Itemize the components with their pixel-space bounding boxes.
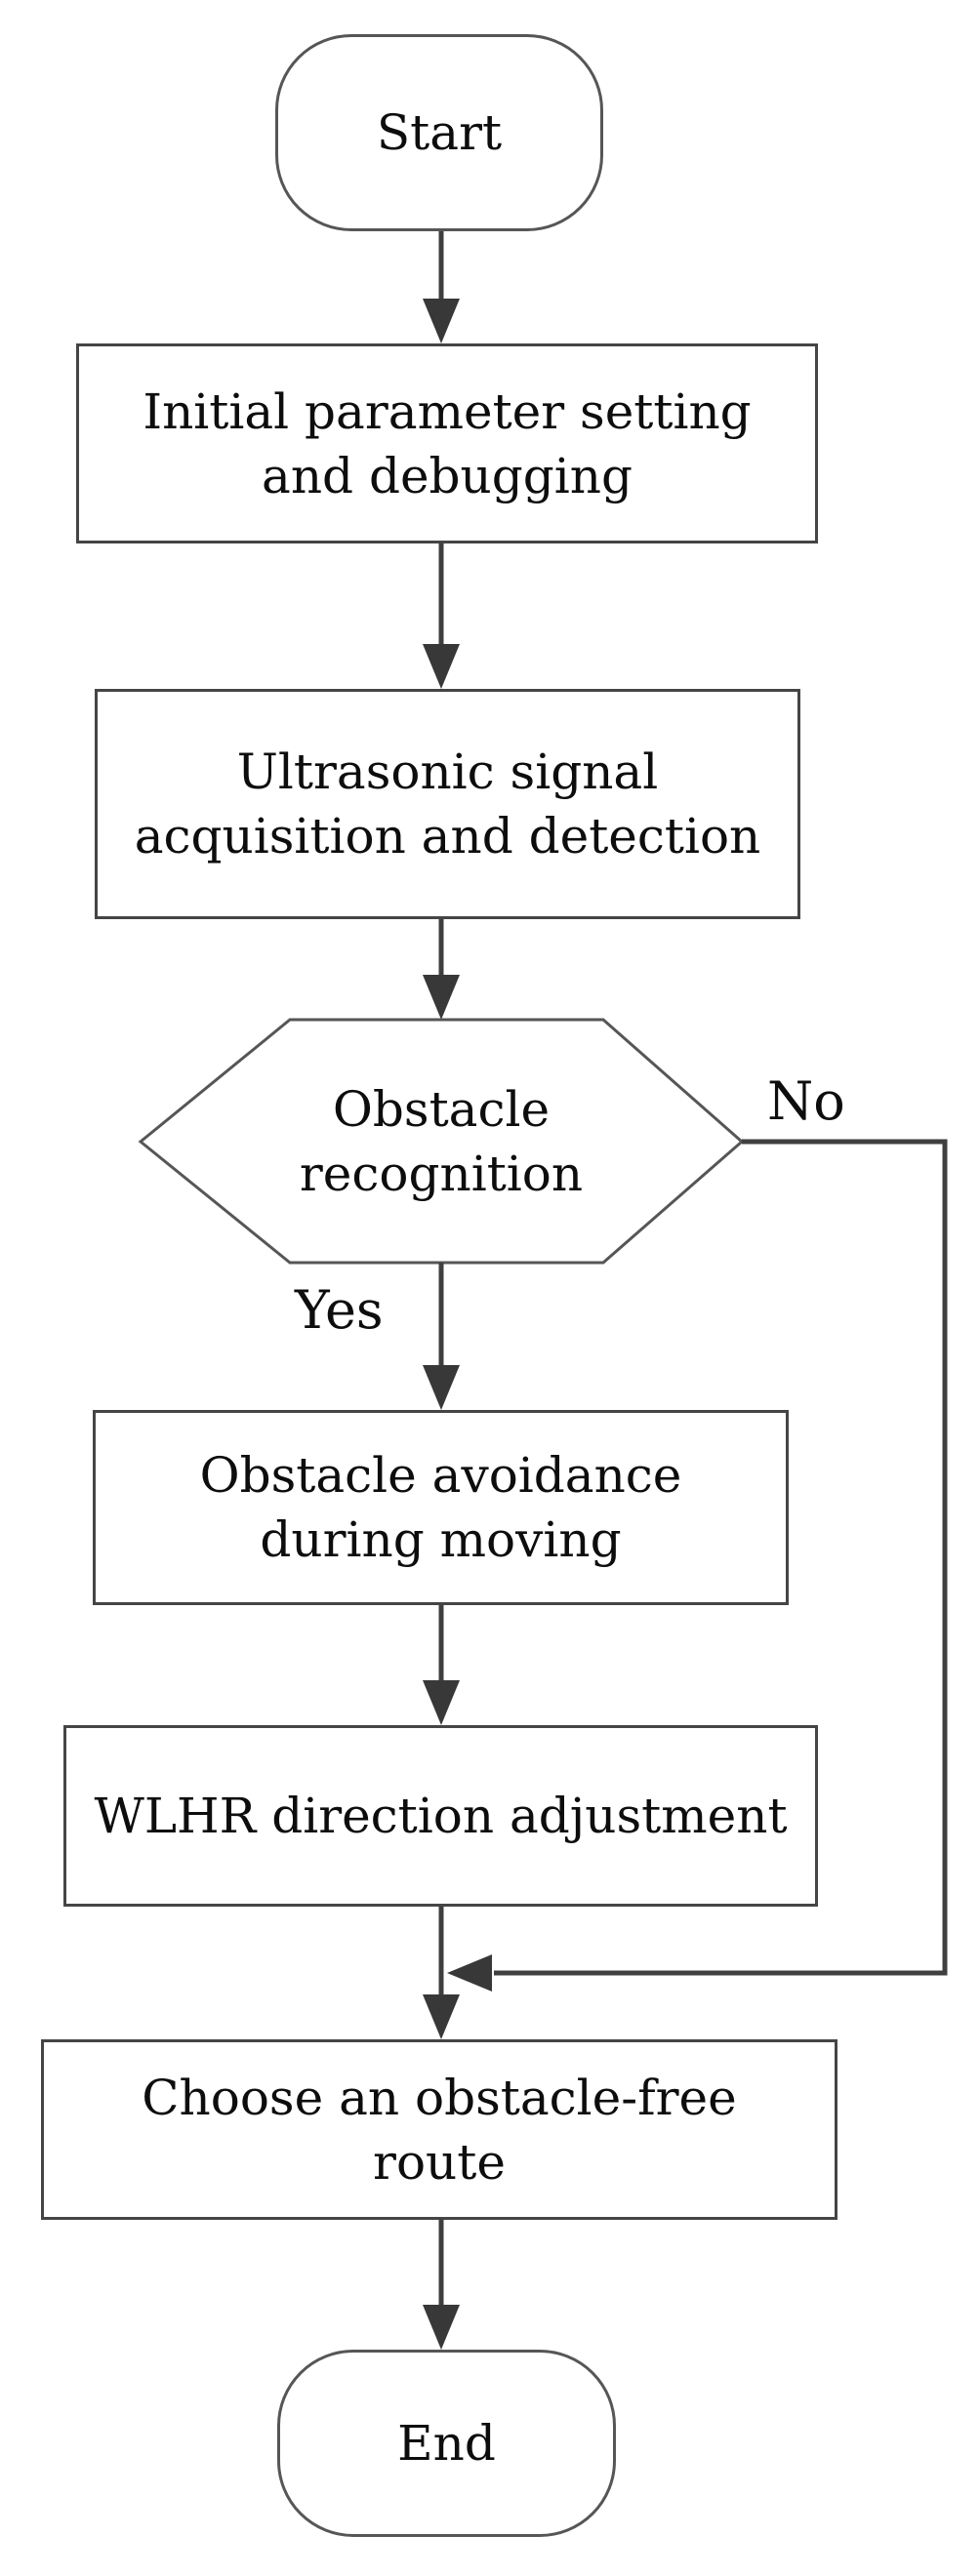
arrowhead-down-icon bbox=[423, 1365, 460, 1410]
node-ultrasonic-signal-label: Ultrasonic signal acquisition and detect… bbox=[134, 744, 761, 865]
node-choose-route-label: Choose an obstacle-free route bbox=[142, 2069, 737, 2191]
node-end-label: End bbox=[397, 2415, 496, 2472]
node-initial-parameter-setting-label: Initial parameter setting and debugging bbox=[143, 382, 752, 504]
node-obstacle-avoidance-label: Obstacle avoidance during moving bbox=[199, 1447, 682, 1568]
node-initial-parameter-setting: Initial parameter setting and debugging bbox=[76, 343, 818, 543]
node-ultrasonic-signal: Ultrasonic signal acquisition and detect… bbox=[95, 689, 800, 919]
edge-no bbox=[494, 1139, 948, 1976]
node-obstacle-recognition-label: Obstacle recognition bbox=[299, 1081, 584, 1202]
arrowhead-down-icon bbox=[423, 975, 460, 1020]
node-choose-route: Choose an obstacle-free route bbox=[41, 2039, 837, 2220]
arrowhead-down-icon bbox=[423, 644, 460, 689]
arrowhead-down-icon bbox=[423, 1680, 460, 1725]
arrowhead-down-icon bbox=[423, 1994, 460, 2039]
node-wlhr-direction-adjustment: WLHR direction adjustment bbox=[63, 1725, 818, 1907]
arrowhead-down-icon bbox=[423, 299, 460, 343]
arrowhead-down-icon bbox=[423, 2305, 460, 2350]
decision-hexagon-shape bbox=[138, 1018, 745, 1265]
branch-label-yes: Yes bbox=[295, 1279, 384, 1341]
node-wlhr-direction-adjustment-label: WLHR direction adjustment bbox=[94, 1788, 788, 1844]
node-start: Start bbox=[275, 34, 603, 231]
branch-label-no: No bbox=[767, 1070, 845, 1132]
node-start-label: Start bbox=[376, 104, 503, 161]
arrowhead-left-icon bbox=[447, 1954, 492, 1992]
node-obstacle-avoidance: Obstacle avoidance during moving bbox=[93, 1410, 789, 1605]
node-end: End bbox=[277, 2350, 616, 2537]
